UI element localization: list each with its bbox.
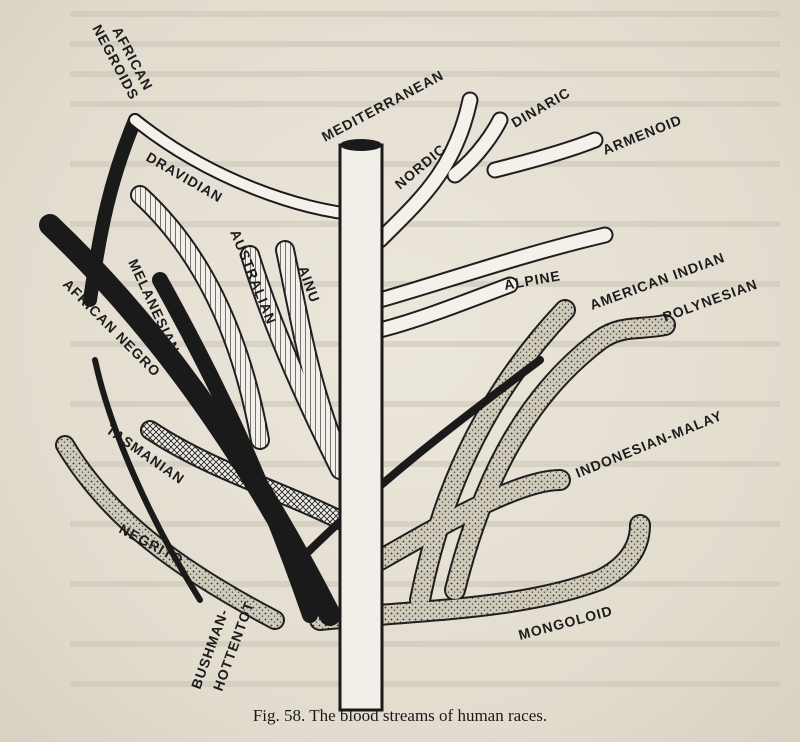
- label-alpine: ALPINE: [503, 267, 562, 293]
- label-indonesian-malay: INDONESIAN-MALAY: [573, 407, 725, 481]
- label-australian: AUSTRALIAN: [227, 227, 280, 327]
- label-dinaric: DINARIC: [509, 84, 574, 131]
- central-trunk: [338, 139, 384, 712]
- label-negrito: NEGRITO: [117, 521, 187, 568]
- mongoloid-streams: [309, 299, 676, 631]
- caucasoid-branches: [371, 91, 614, 339]
- dark-streams: [39, 214, 544, 626]
- label-armenoid: ARMENOID: [600, 111, 684, 157]
- figure-caption: Fig. 58. The blood streams of human race…: [252, 706, 548, 725]
